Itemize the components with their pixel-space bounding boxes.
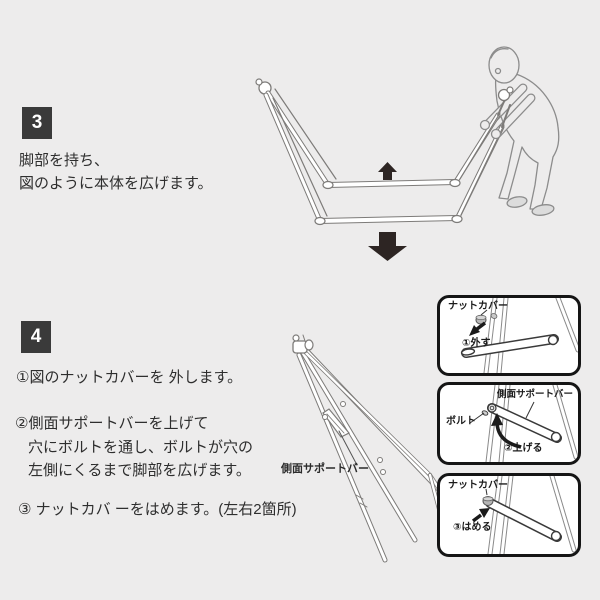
unfold-stand-illustration <box>255 46 560 261</box>
step3-number-badge: 3 <box>22 107 52 139</box>
step4-instruction-1: ①図のナットカバーを 外します。 <box>16 369 243 386</box>
lift-action-label: ②上げる <box>504 443 543 454</box>
attach-arrow-icon <box>471 508 490 523</box>
folded-stand-illustration <box>292 334 463 563</box>
down-arrow-icon <box>368 232 407 261</box>
remove-action-label: ①外す <box>462 338 491 349</box>
lift-support-bar-diagram <box>469 385 578 462</box>
step4-instruction-3: ③ ナットカバ ーをはめます。(左右2箇所) <box>18 501 297 518</box>
attach-action-label: ③はめる <box>453 522 492 533</box>
detail-box-remove-nut-cover: ナットカバー ①外す <box>437 295 581 376</box>
step3-instruction-line2: 図のように本体を広げます。 <box>19 175 213 192</box>
step4-instruction-2-cont2: 左側にくるまで脚部を広げます。 <box>28 462 251 479</box>
step4-instruction-2: ②側面サポートバーを上げて <box>15 415 209 432</box>
step4-number-badge: 4 <box>21 321 51 353</box>
nut-cover-part-attached <box>482 496 494 506</box>
detail-box-attach-nut-cover: ナットカバー ③はめる <box>437 473 581 557</box>
detail-box-lift-support-bar: 側面サポートバー ボルト ②上げる <box>437 382 581 465</box>
remove-arrow-icon <box>469 321 487 336</box>
nut-cover-part <box>475 313 498 325</box>
nut-cover-label-3: ナットカバー <box>448 480 508 491</box>
bolt-label: ボルト <box>446 416 476 427</box>
lift-curve-arrow-icon <box>491 413 522 449</box>
nut-cover-label-1: ナットカバー <box>448 301 508 312</box>
side-support-bar-label-box: 側面サポートバー <box>496 389 573 400</box>
attach-nut-cover-diagram <box>471 476 577 554</box>
remove-nut-cover-diagram <box>460 298 578 373</box>
step4-instruction-2-cont1: 穴にボルトを通し、ボルトが穴の <box>28 439 254 456</box>
step3-instruction-line1: 脚部を持ち、 <box>19 152 110 169</box>
up-arrow-icon <box>378 162 397 180</box>
side-support-bar-label: 側面サポートバー <box>281 463 369 475</box>
